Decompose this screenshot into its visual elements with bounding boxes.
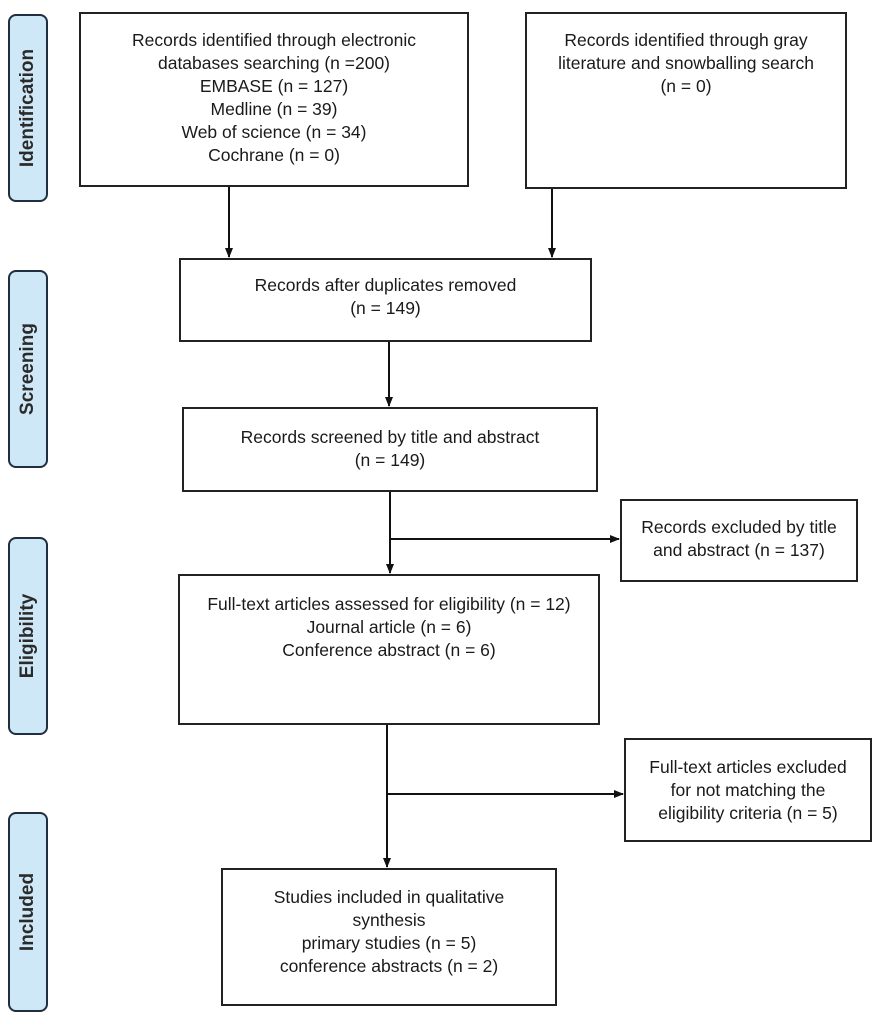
box-records-electronic: Records identified through electronic da… bbox=[79, 12, 469, 187]
text-line: EMBASE (n = 127) bbox=[199, 76, 349, 96]
text-line: eligibility criteria (n = 5) bbox=[658, 803, 838, 823]
stage-eligibility: Eligibility bbox=[8, 537, 48, 735]
box-studies-included: Studies included in qualitative synthesi… bbox=[221, 868, 557, 1006]
text-line: Records after duplicates removed bbox=[254, 275, 517, 295]
text-line: Conference abstract (n = 6) bbox=[282, 640, 496, 660]
text-line: primary studies (n = 5) bbox=[301, 933, 477, 953]
box-after-duplicates: Records after duplicates removed (n = 14… bbox=[179, 258, 592, 342]
text-line: Studies included in qualitative bbox=[273, 887, 505, 907]
text-line: Records identified through electronic bbox=[131, 30, 417, 50]
text-line: (n = 149) bbox=[354, 450, 426, 470]
box-records-gray: Records identified through gray literatu… bbox=[525, 12, 847, 189]
stage-included: Included bbox=[8, 812, 48, 1012]
text-line: databases searching (n =200) bbox=[157, 53, 391, 73]
box-screened: Records screened by title and abstract (… bbox=[182, 407, 598, 492]
text-line: Journal article (n = 6) bbox=[306, 617, 472, 637]
text-line: Records excluded by title bbox=[641, 517, 837, 537]
stage-screening: Screening bbox=[8, 270, 48, 468]
text-line: (n = 0) bbox=[660, 76, 712, 96]
box-excluded-fulltext: Full-text articles excluded for not matc… bbox=[624, 738, 872, 842]
text-line: Records identified through gray bbox=[564, 30, 808, 50]
text-line: Medline (n = 39) bbox=[210, 99, 338, 119]
text-line: Full-text articles excluded bbox=[649, 757, 847, 777]
text-line: Records screened by title and abstract bbox=[240, 427, 540, 447]
text-line: and abstract (n = 137) bbox=[653, 540, 825, 560]
box-fulltext-assessed: Full-text articles assessed for eligibil… bbox=[178, 574, 600, 725]
text-line: synthesis bbox=[352, 910, 426, 930]
text-line: (n = 149) bbox=[350, 298, 421, 318]
text-line: for not matching the bbox=[670, 780, 826, 800]
text-line: Cochrane (n = 0) bbox=[208, 145, 340, 165]
text-line: literature and snowballing search bbox=[558, 53, 814, 73]
text-line: Full-text articles assessed for eligibil… bbox=[207, 594, 571, 614]
stage-identification: Identification bbox=[8, 14, 48, 202]
box-excluded-title: Records excluded by title and abstract (… bbox=[620, 499, 858, 582]
text-line: conference abstracts (n = 2) bbox=[279, 956, 499, 976]
text-line: Web of science (n = 34) bbox=[181, 122, 367, 142]
